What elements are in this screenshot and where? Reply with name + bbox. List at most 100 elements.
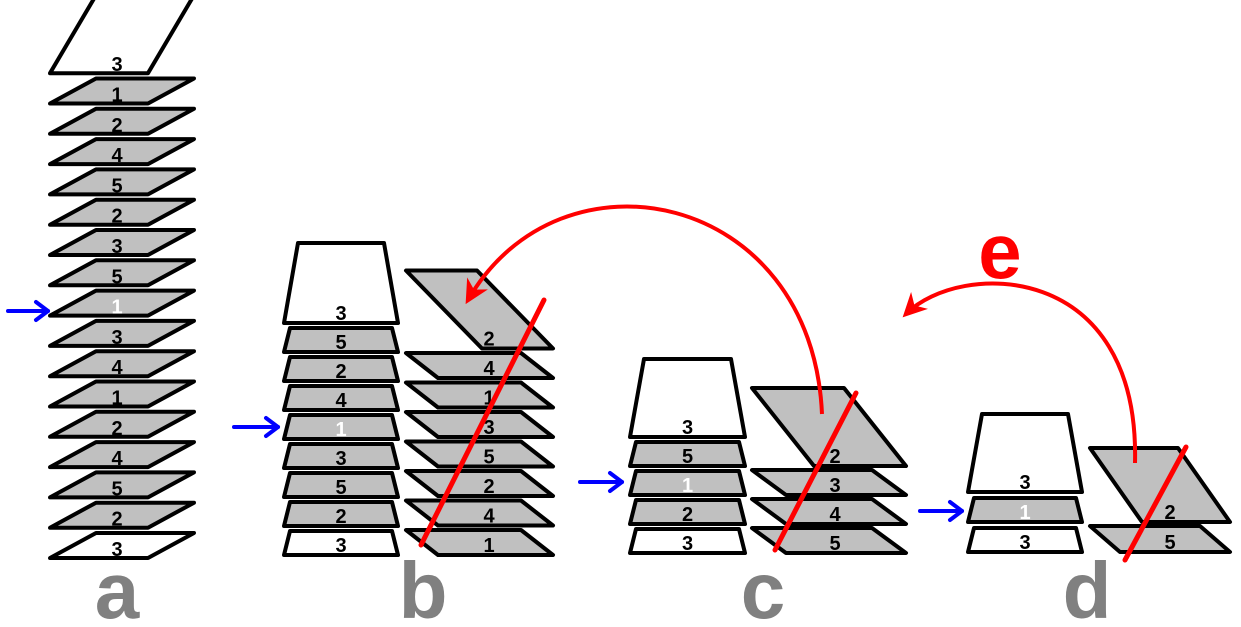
card-number: 1	[335, 419, 346, 441]
panel-label-d: d	[1063, 546, 1112, 627]
pointer-arrow-icon	[578, 471, 624, 493]
card	[48, 470, 196, 500]
card	[404, 439, 555, 469]
card-number: 1	[111, 85, 122, 107]
card	[404, 528, 555, 557]
card	[750, 526, 908, 555]
card-number: 4	[829, 504, 841, 526]
card-number: 3	[483, 417, 494, 439]
card-number: 1	[111, 388, 122, 410]
card-number: 2	[682, 504, 693, 526]
card	[966, 496, 1084, 524]
card	[48, 531, 196, 560]
card-number: 1	[111, 297, 122, 319]
card	[282, 442, 400, 470]
card	[628, 440, 747, 468]
card	[282, 384, 400, 412]
card-number: 4	[483, 358, 495, 380]
card-number: 1	[483, 535, 494, 557]
pointer-arrow-icon	[918, 500, 964, 522]
card-number: 3	[335, 303, 346, 325]
card-number: 4	[335, 390, 347, 412]
card-number: 2	[483, 476, 494, 498]
card	[282, 500, 400, 528]
card-number: 5	[335, 477, 346, 499]
panel-label-b: b	[399, 546, 448, 627]
card-number: 4	[111, 448, 123, 470]
card-number: 1	[483, 388, 494, 410]
card	[404, 498, 555, 528]
card-number: 3	[1019, 472, 1030, 494]
card	[404, 380, 555, 410]
card	[628, 357, 747, 439]
card	[282, 529, 400, 557]
card-number: 3	[111, 539, 122, 561]
card-number: 2	[1164, 502, 1175, 524]
card-number: 2	[335, 506, 346, 528]
panel-label-c: c	[741, 546, 786, 627]
card-stacks-layer: 3124523513412452335241352324135241351232…	[48, 0, 1232, 561]
card	[750, 468, 908, 497]
card	[48, 0, 194, 76]
card	[48, 197, 196, 227]
card	[282, 355, 400, 383]
card	[48, 76, 196, 106]
card-number: 5	[111, 478, 122, 500]
stack-d-discard: 25	[1088, 446, 1232, 554]
card-number: 2	[111, 509, 122, 531]
card	[282, 471, 400, 499]
card	[48, 409, 196, 439]
card-number: 1	[682, 475, 693, 497]
card	[48, 318, 196, 348]
card-number: 2	[335, 361, 346, 383]
card	[48, 379, 196, 409]
stack-c-kept: 3 5 1 2 3	[628, 357, 747, 555]
card-number: 5	[483, 447, 494, 469]
card-number: 5	[111, 266, 122, 288]
stack-d-kept: 313	[966, 412, 1084, 554]
card	[404, 351, 555, 380]
discard-slash-icon	[772, 390, 859, 553]
card	[750, 386, 908, 468]
discard-slash-icon	[1122, 444, 1189, 563]
card-number: 3	[1019, 532, 1030, 554]
pointer-arrow-icon	[232, 416, 280, 438]
card-number: 2	[111, 115, 122, 137]
card	[48, 258, 196, 288]
card	[48, 106, 196, 136]
card	[628, 527, 747, 555]
card	[282, 326, 400, 354]
move-arrow-icon	[465, 204, 824, 415]
card	[48, 167, 196, 197]
card-number: 3	[335, 535, 346, 557]
card-number: 3	[111, 327, 122, 349]
card	[966, 412, 1084, 494]
card-number: 2	[483, 329, 494, 351]
card	[282, 413, 400, 441]
card-number: 4	[111, 357, 123, 379]
card	[628, 498, 747, 526]
card-number: 3	[682, 417, 693, 439]
card-number: 2	[111, 206, 122, 228]
card-number: 5	[829, 533, 840, 555]
card-number: 2	[829, 446, 840, 468]
annotation-marks-layer	[6, 204, 1189, 563]
card-number: 5	[1164, 532, 1175, 554]
card	[48, 440, 196, 470]
card-number: 3	[682, 533, 693, 555]
card-number: 5	[111, 175, 122, 197]
card-number: 2	[111, 418, 122, 440]
card	[48, 228, 196, 257]
card-number: 3	[335, 448, 346, 470]
discard-slash-icon	[418, 297, 547, 548]
card	[48, 137, 196, 167]
card-number: 5	[682, 446, 693, 468]
card-number: 3	[111, 236, 122, 258]
card	[404, 268, 555, 351]
card	[282, 241, 400, 325]
